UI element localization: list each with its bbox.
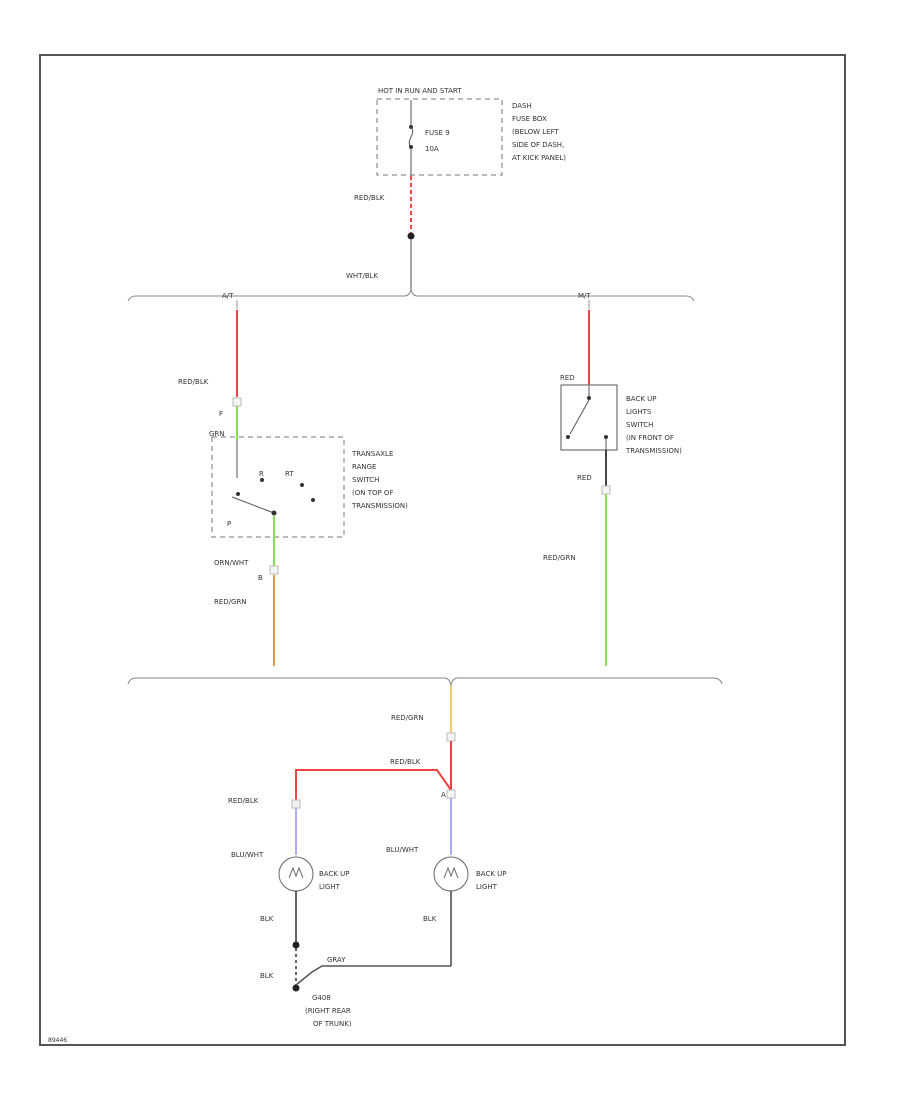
- transaxle-contact-p: [311, 498, 315, 502]
- wire-label-blk-lower: BLK: [260, 972, 274, 980]
- branch-bracket-lower: [127, 677, 723, 687]
- backup-switch-label-4: (IN FRONT OF: [626, 434, 674, 442]
- transaxle-contact-r: [260, 478, 264, 482]
- ground-label-1: G408: [312, 994, 331, 1002]
- fuse-terminal-bottom: [409, 145, 413, 149]
- transaxle-label-2: RANGE: [352, 463, 376, 471]
- backup-switch-label-3: SWITCH: [626, 421, 653, 429]
- back-up-lights-switch: [560, 384, 618, 451]
- connector-at-red-blk: [232, 397, 242, 407]
- transaxle-switch-arm: [231, 496, 275, 514]
- hot-in-run-start-label: HOT IN RUN AND START: [378, 87, 462, 95]
- wire-label-red-short: RED: [577, 474, 592, 482]
- wire-gray-to-ground: [295, 965, 451, 986]
- fuse-box-label-2: FUSE BOX: [512, 115, 547, 123]
- back-up-light-left-label-1: BACK UP: [319, 870, 350, 878]
- transaxle-contact-rt: [300, 483, 304, 487]
- fuse-box-label-4: SIDE OF DASH,: [512, 141, 564, 149]
- backup-switch-contact-right: [604, 435, 608, 439]
- connector-orn-wht: [269, 565, 279, 575]
- fuse-box-outline: [376, 98, 503, 176]
- wire-label-merged-red-grn: RED/GRN: [391, 714, 424, 722]
- fuse-name: FUSE 9: [425, 129, 450, 137]
- wire-label-blu-wht-left: BLU/WHT: [231, 851, 264, 859]
- wire-label-red-blk-left: RED/BLK: [228, 797, 259, 805]
- backup-switch-label-2: LIGHTS: [626, 408, 652, 416]
- light-bulb-icon: [278, 856, 314, 892]
- wire-red-blk-to-left-light: [295, 769, 452, 800]
- wire-label-mt-red: RED: [560, 374, 575, 382]
- wire-label-blk-left: BLK: [260, 915, 274, 923]
- ground-g408: [292, 984, 300, 992]
- transaxle-label-4: (ON TOP OF: [352, 489, 393, 497]
- fuse-box-label-3: (BELOW LEFT: [512, 128, 559, 136]
- back-up-light-right-label-2: LIGHT: [476, 883, 498, 891]
- transaxle-label-1: TRANSAXLE: [351, 450, 393, 458]
- wire-label-grn: GRN: [209, 430, 225, 438]
- transaxle-common-terminal: [271, 510, 277, 516]
- wire-label-blk-right: BLK: [423, 915, 437, 923]
- connector-right-light: [446, 789, 456, 799]
- transaxle-pos-r: R: [259, 470, 264, 478]
- splice-left-ground: [292, 941, 300, 949]
- wire-label-blu-wht-right: BLU/WHT: [386, 846, 419, 854]
- pin-label-a: A: [441, 791, 446, 799]
- branch-label-mt: M/T: [578, 292, 591, 300]
- diagram-frame: [39, 54, 846, 1046]
- transaxle-range-switch: [211, 436, 345, 538]
- light-bulb-icon: [433, 856, 469, 892]
- back-up-light-left-label-2: LIGHT: [319, 883, 341, 891]
- fuse-box-label-1: DASH: [512, 102, 532, 110]
- transaxle-label-5: TRANSMISSION): [351, 502, 408, 510]
- transaxle-label-3: SWITCH: [352, 476, 379, 484]
- backup-switch-arm: [569, 399, 590, 435]
- transaxle-contact-left: [236, 492, 240, 496]
- back-up-light-right-label-1: BACK UP: [476, 870, 507, 878]
- fuse-rating: 10A: [425, 145, 439, 153]
- diagram-id: 89446: [48, 1037, 67, 1044]
- connector-left-light: [291, 799, 301, 809]
- ground-label-2: (RIGHT REAR: [305, 1007, 351, 1015]
- pin-label-b: B: [258, 574, 263, 582]
- splice-top: [407, 232, 415, 240]
- wire-label-at-red-blk: RED/BLK: [178, 378, 209, 386]
- fuse-box-label-5: AT KICK PANEL): [512, 154, 566, 162]
- wire-label-orn-wht: ORN/WHT: [214, 559, 249, 567]
- transaxle-pos-rt: RT: [285, 470, 294, 478]
- back-up-light-left: [278, 856, 314, 892]
- bulb-filament-left: [288, 866, 304, 879]
- connector-merged: [446, 732, 456, 742]
- wire-label-red-blk-cross: RED/BLK: [390, 758, 421, 766]
- pin-label-f: F: [219, 410, 223, 418]
- backup-switch-contact-top: [587, 396, 591, 400]
- branch-label-at: A/T: [222, 292, 234, 300]
- backup-switch-label-1: BACK UP: [626, 395, 657, 403]
- bulb-filament-right: [443, 866, 459, 879]
- back-up-light-right: [433, 856, 469, 892]
- backup-switch-contact-left: [566, 435, 570, 439]
- connector-mt-red-grn: [601, 485, 611, 495]
- wire-label-mt-red-grn: RED/GRN: [543, 554, 576, 562]
- wire-label-gray: GRAY: [327, 956, 346, 964]
- wire-label-wht-blk: WHT/BLK: [346, 272, 379, 280]
- wire-label-at-red-grn: RED/GRN: [214, 598, 247, 606]
- transaxle-pos-p: P: [227, 520, 231, 528]
- ground-label-3: OF TRUNK): [313, 1020, 352, 1028]
- fuse-9-symbol: [408, 126, 414, 148]
- wire-label-red-blk-top: RED/BLK: [354, 194, 385, 202]
- branch-bracket-upper: [127, 288, 695, 302]
- backup-switch-label-5: TRANSMISSION): [625, 447, 682, 455]
